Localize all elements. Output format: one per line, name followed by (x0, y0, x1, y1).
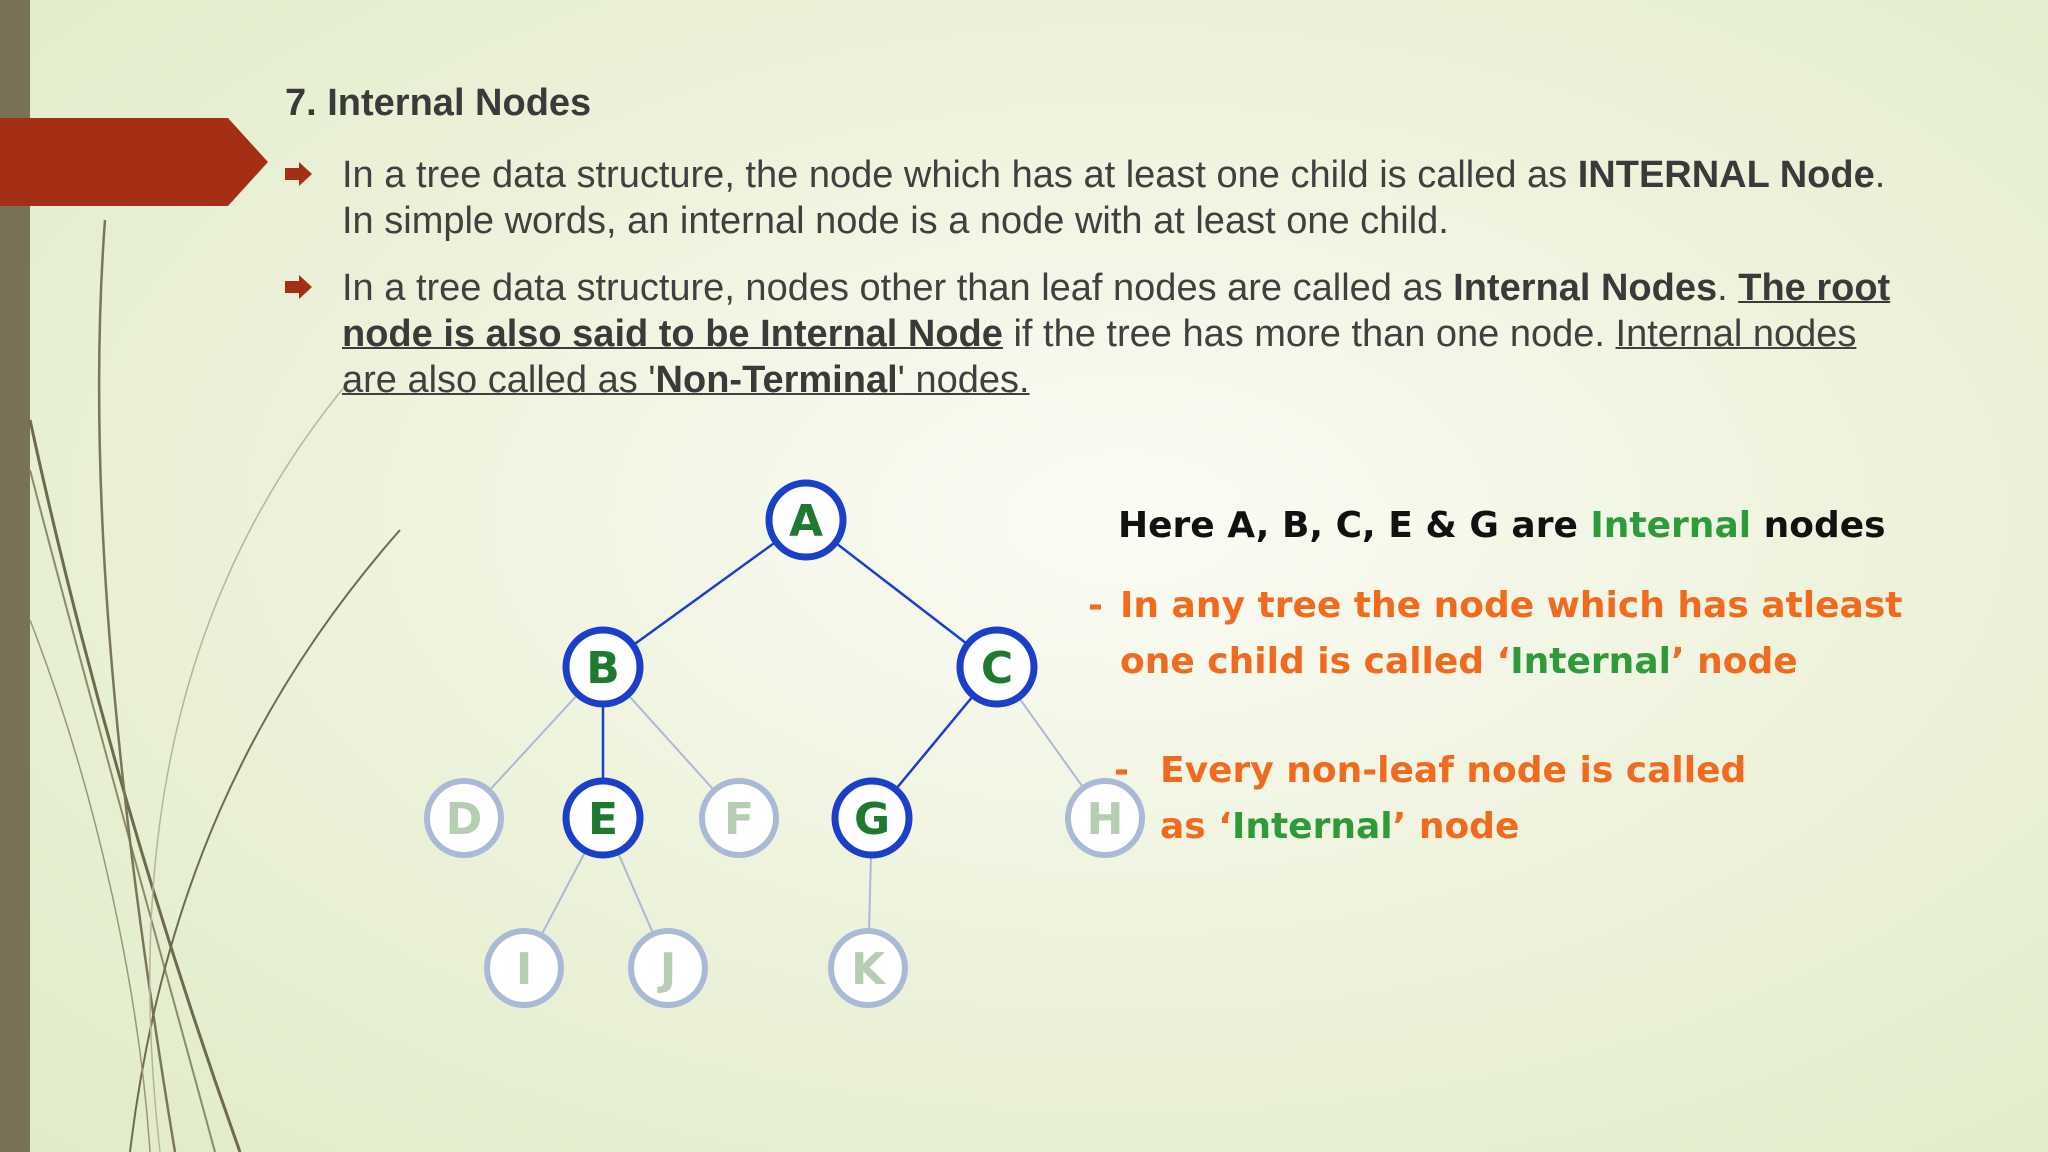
tree-node-b: B (566, 630, 640, 704)
note-non-leaf: -Every non-leaf node is called as ‘Inter… (1160, 743, 1746, 855)
note-2-line-1: -Every non-leaf node is called (1114, 743, 1746, 799)
tree-node-label: B (586, 643, 620, 694)
tree-node-label: C (981, 643, 1013, 694)
note-2-text-2b: ’ node (1393, 806, 1520, 847)
note-2-text-1: Every non-leaf node is called (1160, 750, 1746, 791)
tree-node-label: K (851, 944, 887, 995)
tree-node-label: A (789, 496, 823, 547)
arrow-bullet-icon (285, 273, 313, 301)
note-1-green-word: Internal (1510, 641, 1671, 682)
bullet-2-text: In a tree data structure, nodes other th… (342, 265, 1905, 403)
caption-green-word: Internal (1590, 505, 1751, 546)
note-1-line-2: one child is called ‘Internal’ node (1120, 634, 1902, 690)
tree-node-i: I (487, 931, 561, 1005)
note-2-text-2a: as ‘ (1160, 806, 1232, 847)
tree-node-e: E (566, 781, 640, 855)
tree-node-a: A (769, 483, 843, 557)
note-2-dash: - (1114, 743, 1160, 799)
bullet-internal-node-definition: In a tree data structure, the node which… (285, 152, 1905, 244)
tree-node-g: G (835, 781, 909, 855)
note-1-line-1: -In any tree the node which has atleast (1088, 578, 1902, 634)
bullet-2-u-bold: Non-Terminal (656, 359, 898, 401)
tree-diagram: A B C D E F G H I J K (410, 470, 1170, 1030)
tree-node-label: G (854, 794, 890, 845)
caption-part-2: nodes (1751, 505, 1886, 546)
internal-nodes-caption: Here A, B, C, E & G are Internal nodes (1118, 505, 1886, 546)
note-2-line-2: as ‘Internal’ node (1160, 799, 1746, 855)
note-1-text-1: In any tree the node which has atleast (1120, 585, 1902, 626)
note-atleast-one-child: -In any tree the node which has atleast … (1088, 578, 1902, 690)
bullet-2-span-3: if the tree has more than one node. (1003, 313, 1616, 355)
bullet-2-span-2: . (1717, 267, 1738, 309)
note-2-green-word: Internal (1232, 806, 1393, 847)
tree-node-f: F (702, 781, 776, 855)
bullet-2-span-1: In a tree data structure, nodes other th… (342, 267, 1453, 309)
tree-node-d: D (427, 781, 501, 855)
tree-node-label: E (588, 794, 618, 845)
arrow-bullet-icon (285, 160, 313, 188)
tree-node-j: J (631, 931, 705, 1005)
bullet-2-u-span-c: ' nodes. (898, 359, 1030, 401)
tree-node-label: D (446, 794, 483, 845)
note-1-text-2b: ’ node (1671, 641, 1798, 682)
slide-title: 7. Internal Nodes (285, 82, 591, 125)
title-arrow-banner (0, 118, 268, 206)
bullet-internal-nodes-description: In a tree data structure, nodes other th… (285, 265, 1905, 403)
note-1-text-2a: one child is called ‘ (1120, 641, 1510, 682)
bullet-1-span-1: In a tree data structure, the node which… (342, 154, 1578, 196)
tree-node-k: K (831, 931, 905, 1005)
bullet-1-bold-term: INTERNAL Node (1578, 154, 1875, 196)
tree-node-label: I (516, 944, 532, 995)
caption-part-1: Here A, B, C, E & G are (1118, 505, 1590, 546)
note-1-dash: - (1088, 578, 1120, 634)
tree-node-label: H (1087, 794, 1124, 845)
tree-node-label: F (724, 794, 754, 845)
bullet-2-bold-term: Internal Nodes (1453, 267, 1717, 309)
tree-node-label: J (657, 944, 676, 995)
tree-node-c: C (960, 630, 1034, 704)
bullet-1-text: In a tree data structure, the node which… (342, 152, 1905, 244)
